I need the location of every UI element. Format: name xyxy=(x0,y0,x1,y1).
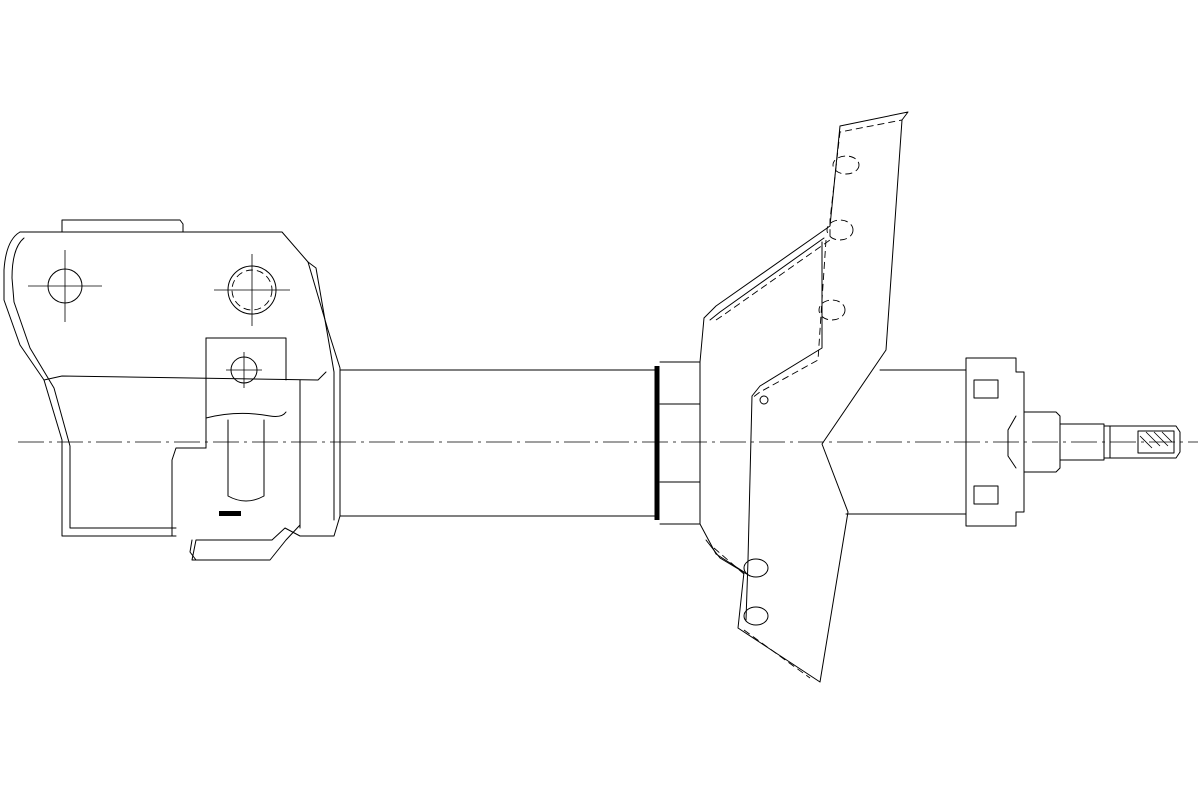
clamp-bolt-hole xyxy=(226,352,262,388)
piston-rod xyxy=(1023,411,1181,473)
spring-seat xyxy=(699,111,909,683)
strut-body xyxy=(339,361,701,525)
bolt-hole-left xyxy=(28,250,102,322)
marker-tag xyxy=(219,511,241,516)
rod-end-socket xyxy=(1137,430,1175,454)
knuckle-bracket xyxy=(3,219,341,561)
top-mount-cap xyxy=(965,357,1025,527)
bolt-hole-right xyxy=(214,254,290,326)
upper-tube xyxy=(845,369,967,515)
